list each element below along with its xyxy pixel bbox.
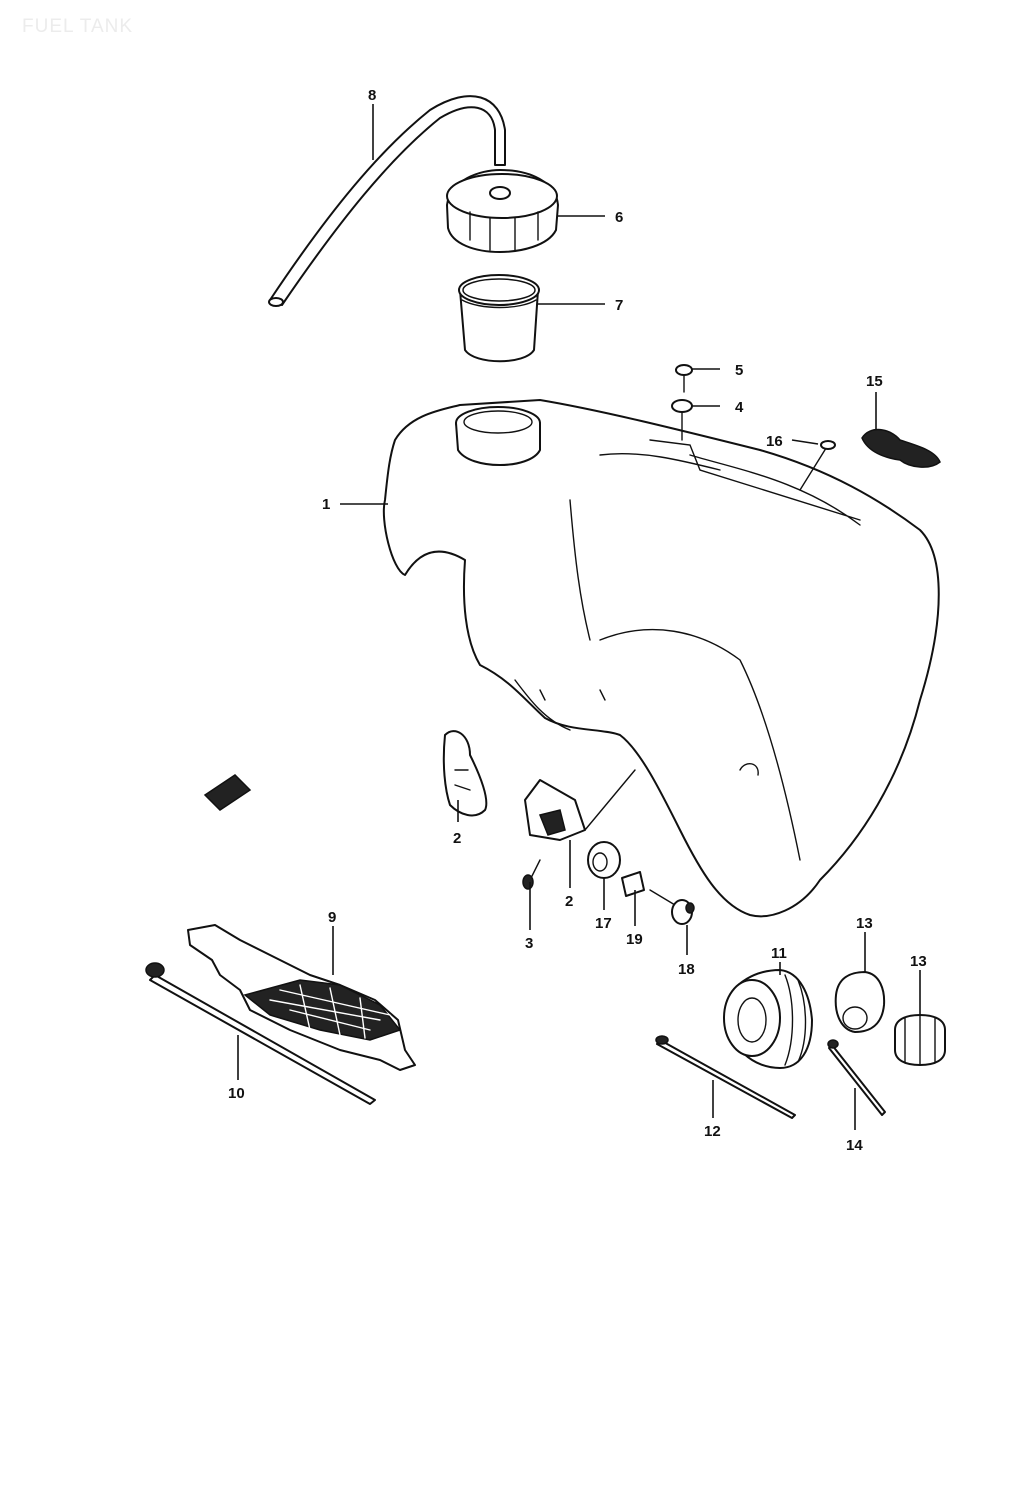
callout-2b: 2	[565, 893, 573, 910]
leader-lines	[237, 104, 921, 1130]
callout-18: 18	[678, 961, 695, 978]
callout-13a: 13	[856, 915, 873, 932]
part-7-strainer[interactable]	[458, 274, 540, 363]
part-3-screw[interactable]	[522, 859, 541, 890]
part-4-washer[interactable]	[671, 399, 693, 441]
part-2-bracket-b[interactable]	[524, 769, 636, 841]
part-11-boot[interactable]	[723, 969, 813, 1069]
callout-2a: 2	[453, 830, 461, 847]
part-16-bolt[interactable]	[799, 440, 836, 491]
callout-12: 12	[704, 1123, 721, 1140]
callout-19: 19	[626, 931, 643, 948]
part-9-guard[interactable]	[187, 924, 416, 1071]
diagram-title: FUEL TANK	[22, 16, 134, 37]
callout-8: 8	[368, 87, 376, 104]
part-5-screw[interactable]	[675, 364, 693, 393]
direction-arrow-icon	[203, 774, 252, 811]
callout-1: 1	[322, 496, 330, 513]
part-13-spring-b[interactable]	[894, 1014, 946, 1066]
callout-7: 7	[615, 297, 623, 314]
part-18-bolt[interactable]	[649, 889, 695, 925]
callout-6: 6	[615, 209, 623, 226]
part-10-strap[interactable]	[145, 962, 376, 1105]
part-14-cable-tie[interactable]	[827, 1039, 886, 1116]
callouts: 1 2 2 3 4 5 6 7 8 9 10 11 12 13 13 14 15…	[228, 87, 927, 1154]
callout-15: 15	[866, 373, 883, 390]
callout-9: 9	[328, 909, 336, 926]
callout-11: 11	[771, 945, 787, 962]
part-12-cable-tie[interactable]	[655, 1035, 796, 1119]
part-13-cap-a[interactable]	[834, 971, 886, 1033]
callout-10: 10	[228, 1085, 245, 1102]
callout-16: 16	[766, 433, 783, 450]
part-2-bracket-a[interactable]	[442, 730, 488, 817]
callout-14: 14	[846, 1137, 863, 1154]
callout-3: 3	[525, 935, 533, 952]
callout-5: 5	[735, 362, 743, 379]
part-17-grommet[interactable]	[587, 841, 621, 879]
part-19-collar[interactable]	[621, 871, 645, 897]
part-6-fuel-cap[interactable]	[446, 169, 559, 253]
part-15-bracket[interactable]	[861, 428, 941, 468]
part-1-fuel-tank[interactable]	[382, 399, 940, 918]
callout-4: 4	[735, 399, 744, 416]
callout-17: 17	[595, 915, 612, 932]
part-8-breather-hose[interactable]	[268, 95, 506, 307]
callout-13b: 13	[910, 953, 927, 970]
